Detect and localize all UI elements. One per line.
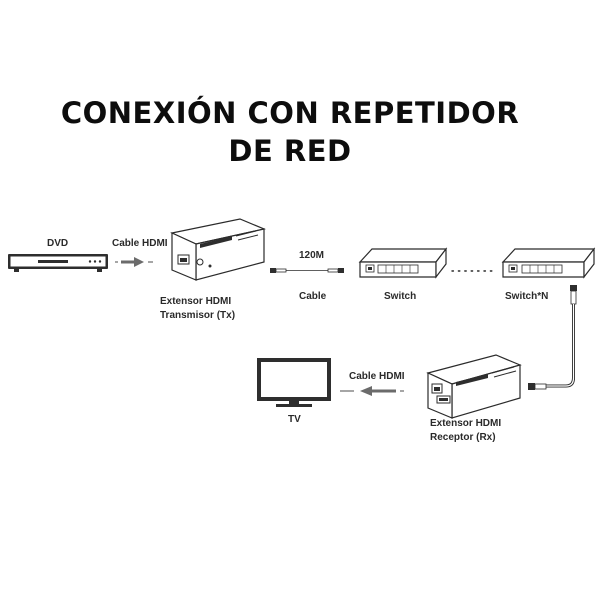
- switch-device-n: [501, 247, 596, 279]
- hdmi-arrow-in: [115, 257, 153, 267]
- tv-label: TV: [288, 414, 301, 425]
- hdmi-arrow-out: [340, 386, 404, 396]
- transmitter-label-line-1: Extensor HDMI: [160, 296, 231, 307]
- transmitter-device: [170, 218, 266, 281]
- cable-hdmi-out-label: Cable HDMI: [349, 371, 405, 382]
- switch-device-1: [358, 247, 448, 279]
- transmitter-label-line-2: Transmisor (Tx): [160, 310, 235, 321]
- switch-n-label: Switch*N: [505, 291, 548, 302]
- receiver-label-line-2: Receptor (Rx): [430, 432, 496, 443]
- receiver-device: [426, 354, 522, 419]
- network-cable-segment: [270, 268, 344, 273]
- cable-hdmi-in-label: Cable HDMI: [112, 238, 168, 249]
- dvd-player: [8, 254, 108, 272]
- diagram-title-line-1: CONEXIÓN CON REPETIDOR: [60, 96, 520, 130]
- cable-label: Cable: [299, 291, 327, 302]
- diagram-title-line-2: DE RED: [228, 134, 352, 168]
- dvd-label: DVD: [47, 238, 68, 249]
- switch-label: Switch: [384, 291, 416, 302]
- network-cable-to-receiver: [528, 285, 577, 390]
- cable-length-label: 120M: [299, 250, 324, 261]
- tv: [257, 358, 331, 407]
- receiver-label-line-1: Extensor HDMI: [430, 418, 501, 429]
